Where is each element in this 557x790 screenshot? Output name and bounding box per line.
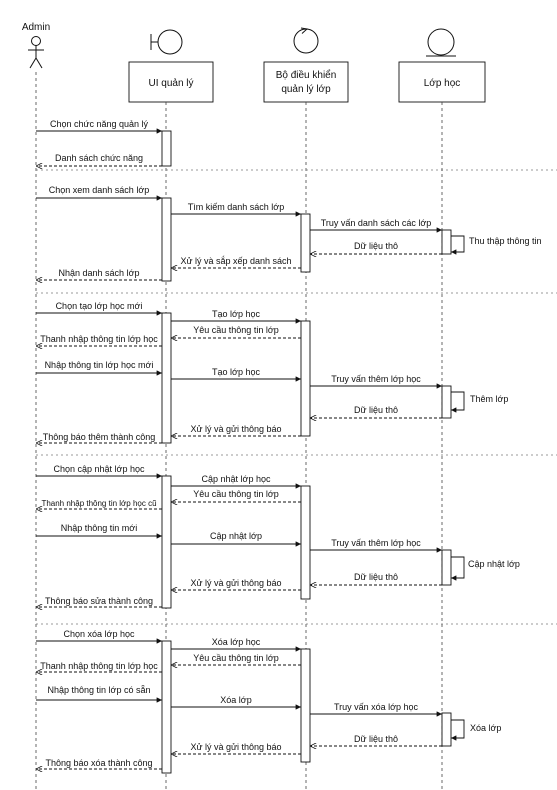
message-label: Thông báo xóa thành công [45,758,152,768]
message-label: Tìm kiếm danh sách lớp [188,202,284,212]
message-label: Chọn xem danh sách lớp [49,185,149,195]
message-label: Thanh nhập thông tin lớp học cũ [41,499,156,508]
message-label: Chọn chức năng quản lý [50,119,149,129]
message-label: Thu thập thông tin [469,236,542,246]
message-label: Chọn cập nhật lớp học [54,464,145,474]
control-icon [293,27,319,54]
message-label: Xóa lớp [220,695,251,705]
message-label: Truy vấn thêm lớp học [331,538,421,548]
activation-bar [441,229,452,255]
entity-label: Lớp học [424,78,461,89]
activation-bar [161,312,172,444]
activation-bar [161,130,172,167]
message-label: Thông báo thêm thành công [43,432,156,442]
message-label: Yêu cầu thông tin lớp [193,489,278,499]
message-label: Thanh nhập thông tin lớp học [40,334,158,344]
message-label: Danh sách chức năng [55,153,143,163]
message-label: Xử lý và gửi thông báo [190,742,281,752]
message-label: Yêu cầu thông tin lớp [193,653,278,663]
activation-bar [441,549,452,586]
message-label: Xóa lớp học [212,637,261,647]
ui-label: UI quản lý [148,78,193,89]
controller-label-line2: quản lý lớp [281,84,331,95]
message-label: Nhận danh sách lớp [59,268,140,278]
self-message-arrow [451,391,465,413]
message-label: Chọn tạo lớp học mới [56,301,143,311]
activation-bar [441,712,452,747]
admin-actor: Admin [22,22,50,69]
admin-label: Admin [22,22,50,33]
message-label: Truy vấn danh sách các lớp [321,218,432,228]
activation-bar [161,197,172,282]
self-message-arrow [451,235,465,255]
self-message-arrow [451,719,465,741]
activation-bar [300,213,311,273]
message-label: Nhập thông tin mới [61,523,137,533]
message-label: Cập nhật lớp [468,559,520,569]
entity-icon [426,28,456,57]
activation-bar [300,485,311,600]
message-label: Dữ liệu thô [354,572,398,582]
activation-bar [300,648,311,763]
message-label: Tạo lớp học [212,309,260,319]
message-label: Thông báo sửa thành công [45,596,153,606]
message-label: Dữ liệu thô [354,405,398,415]
self-message-arrow [451,556,465,581]
message-label: Thêm lớp [470,394,508,404]
message-label: Chọn xóa lớp học [64,629,135,639]
message-label: Truy vấn thêm lớp học [331,374,421,384]
boundary-icon [150,29,183,55]
controller-label-line1: Bộ điều khiển [276,69,337,81]
ui-box [128,61,214,103]
message-label: Xử lý và gửi thông báo [190,424,281,434]
message-label: Xử lý và gửi thông báo [190,578,281,588]
message-label: Dữ liệu thô [354,734,398,744]
message-label: Yêu cầu thông tin lớp [193,325,278,335]
message-label: Truy vấn xóa lớp học [334,702,419,712]
message-label: Thanh nhập thông tin lớp học [40,661,158,671]
message-label: Nhập thông tin lớp học mới [45,360,154,370]
message-label: Tạo lớp học [212,367,260,377]
message-label: Dữ liệu thô [354,241,398,251]
message-label: Cập nhật lớp học [202,474,271,484]
activation-bar [161,640,172,774]
message-label: Xóa lớp [470,723,501,733]
activation-bar [441,385,452,419]
activation-bar [161,475,172,609]
message-label: Cập nhật lớp [210,531,262,541]
message-label: Nhập thông tin lớp có sẵn [48,685,151,695]
controller-box [263,61,349,103]
message-label: Xử lý và sắp xếp danh sách [180,256,291,266]
activation-bar [300,320,311,437]
